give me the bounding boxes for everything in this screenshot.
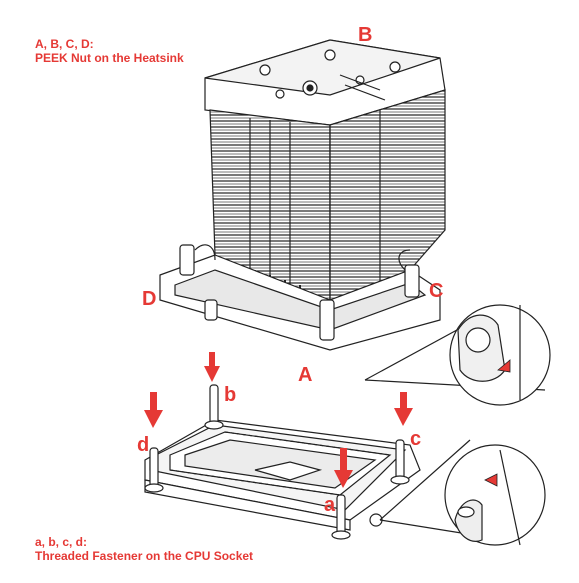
label-a: a bbox=[324, 494, 336, 516]
label-c: c bbox=[410, 428, 422, 450]
triangle-marker-icon bbox=[497, 359, 511, 373]
label-d: d bbox=[137, 434, 150, 456]
label-B: B bbox=[358, 24, 373, 46]
heatsink bbox=[159, 39, 446, 351]
label-D: D bbox=[142, 288, 157, 310]
cpu-socket bbox=[144, 384, 421, 540]
socket-caption-line1: a, b, c, d: bbox=[35, 535, 88, 549]
down-arrow-icon bbox=[144, 392, 163, 428]
down-arrow-icon bbox=[204, 352, 220, 382]
down-arrow-icon bbox=[334, 448, 353, 488]
heatsink-caption-line2: PEEK Nut on the Heatsink bbox=[35, 51, 184, 65]
zoom-callout-fastener bbox=[369, 439, 546, 546]
down-arrow-icon bbox=[394, 392, 413, 426]
heatsink-caption-line1: A, B, C, D: bbox=[35, 37, 94, 51]
label-A: A bbox=[298, 364, 313, 386]
triangle-marker-icon bbox=[484, 473, 498, 487]
label-C: C bbox=[429, 280, 444, 302]
label-b: b bbox=[224, 384, 237, 406]
socket-caption: a, b, c, d: Threaded Fastener on the CPU… bbox=[35, 535, 253, 563]
zoom-callout-peek-nut bbox=[364, 304, 551, 406]
socket-caption-line2: Threaded Fastener on the CPU Socket bbox=[35, 549, 254, 563]
heatsink-caption: A, B, C, D: PEEK Nut on the Heatsink bbox=[35, 37, 184, 65]
